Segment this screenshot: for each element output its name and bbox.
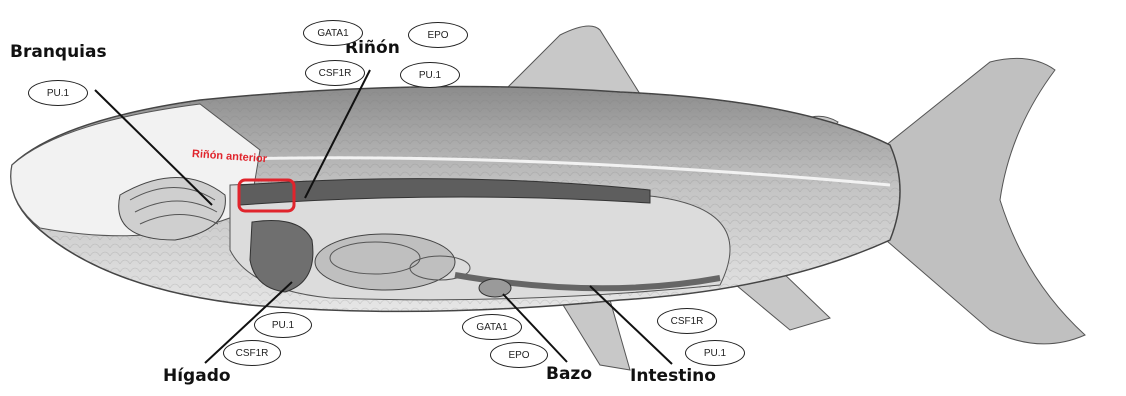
intestino-marker-pu1: PU.1 bbox=[685, 340, 745, 366]
branquias-marker-pu1: PU.1 bbox=[28, 80, 88, 106]
bazo-marker-epo: EPO bbox=[490, 342, 548, 368]
intestino-marker-csf1r: CSF1R bbox=[657, 308, 717, 334]
intestino-label: Intestino bbox=[630, 366, 716, 386]
rinon-marker-csf1r: CSF1R bbox=[305, 60, 365, 86]
bazo-marker-gata1: GATA1 bbox=[462, 314, 522, 340]
rinon-marker-epo: EPO bbox=[408, 22, 468, 48]
rinon-marker-gata1: GATA1 bbox=[303, 20, 363, 46]
spleen bbox=[479, 279, 511, 297]
bazo-label: Bazo bbox=[546, 364, 592, 384]
higado-marker-pu1: PU.1 bbox=[254, 312, 312, 338]
higado-marker-csf1r: CSF1R bbox=[223, 340, 281, 366]
pelvic-fin bbox=[560, 300, 630, 370]
higado-label: Hígado bbox=[163, 366, 231, 386]
tail-fin bbox=[880, 58, 1085, 343]
rinon-marker-pu1: PU.1 bbox=[400, 62, 460, 88]
branquias-label: Branquias bbox=[10, 42, 107, 62]
